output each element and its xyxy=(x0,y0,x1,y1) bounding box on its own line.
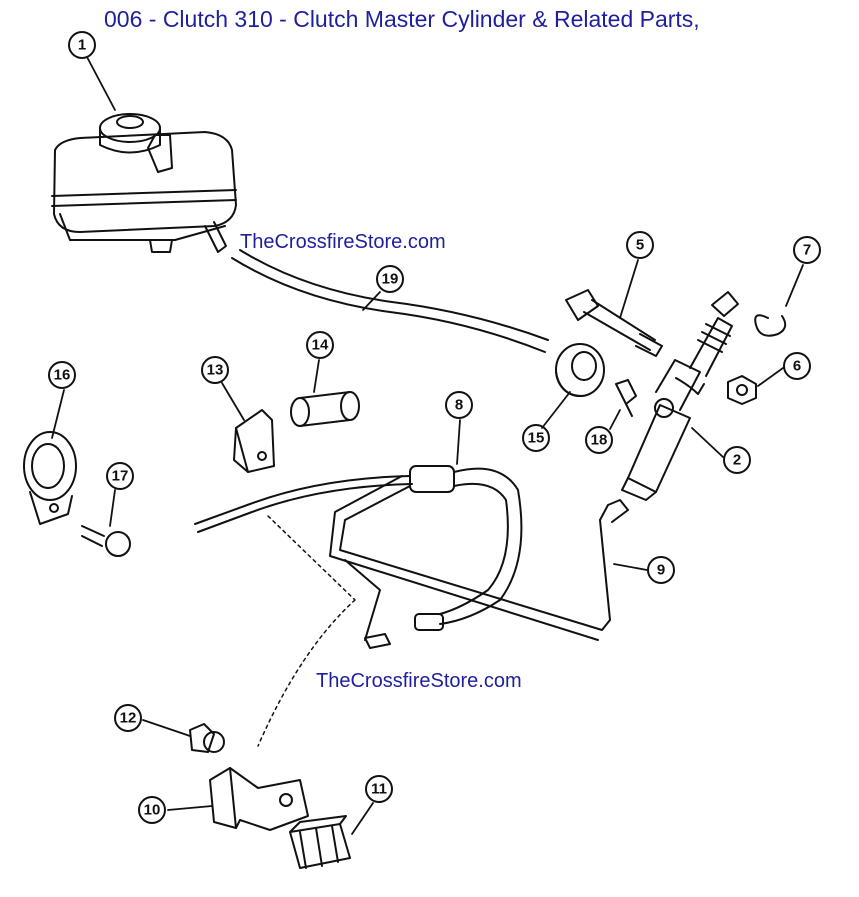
part-hose[interactable] xyxy=(231,249,549,353)
watermark-bottom: TheCrossfireStore.com xyxy=(316,670,522,692)
callout-16: 16 xyxy=(54,367,71,384)
part-clutch-line[interactable] xyxy=(194,465,629,649)
callout-17: 17 xyxy=(112,468,129,485)
callout-18: 18 xyxy=(591,432,608,449)
callout-14: 14 xyxy=(312,337,329,354)
callout-8: 8 xyxy=(455,397,463,414)
part-master-cylinder[interactable] xyxy=(621,291,739,501)
callout-19: 19 xyxy=(382,271,399,288)
callout-13: 13 xyxy=(207,362,224,379)
part-boot[interactable] xyxy=(23,431,77,525)
part-clip-12[interactable] xyxy=(189,723,225,753)
callout-1: 1 xyxy=(78,37,86,54)
part-bracket-13[interactable] xyxy=(233,409,275,473)
part-reservoir[interactable] xyxy=(51,113,237,253)
callout-2: 2 xyxy=(733,452,741,469)
part-nut[interactable] xyxy=(727,375,757,405)
part-retainer[interactable] xyxy=(289,815,351,869)
part-bleeder[interactable] xyxy=(615,379,637,417)
part-plug[interactable] xyxy=(81,525,131,557)
callout-10: 10 xyxy=(144,802,161,819)
page-title: 006 - Clutch 310 - Clutch Master Cylinde… xyxy=(104,6,700,32)
part-bracket-10[interactable] xyxy=(209,767,309,831)
callout-7: 7 xyxy=(803,242,811,259)
callout-6: 6 xyxy=(793,358,801,375)
callout-circles xyxy=(48,31,821,824)
callout-11: 11 xyxy=(371,781,387,798)
part-grommet[interactable] xyxy=(555,343,605,397)
callout-9: 9 xyxy=(657,562,665,579)
watermark-top: TheCrossfireStore.com xyxy=(240,231,446,253)
part-sleeve[interactable] xyxy=(290,391,360,427)
part-bolt[interactable] xyxy=(565,289,663,357)
callout-5: 5 xyxy=(636,237,644,254)
routing-guide xyxy=(257,515,356,747)
callout-12: 12 xyxy=(120,710,137,727)
leader-lines xyxy=(51,56,804,835)
callout-15: 15 xyxy=(528,430,545,447)
part-clip[interactable] xyxy=(754,314,787,337)
